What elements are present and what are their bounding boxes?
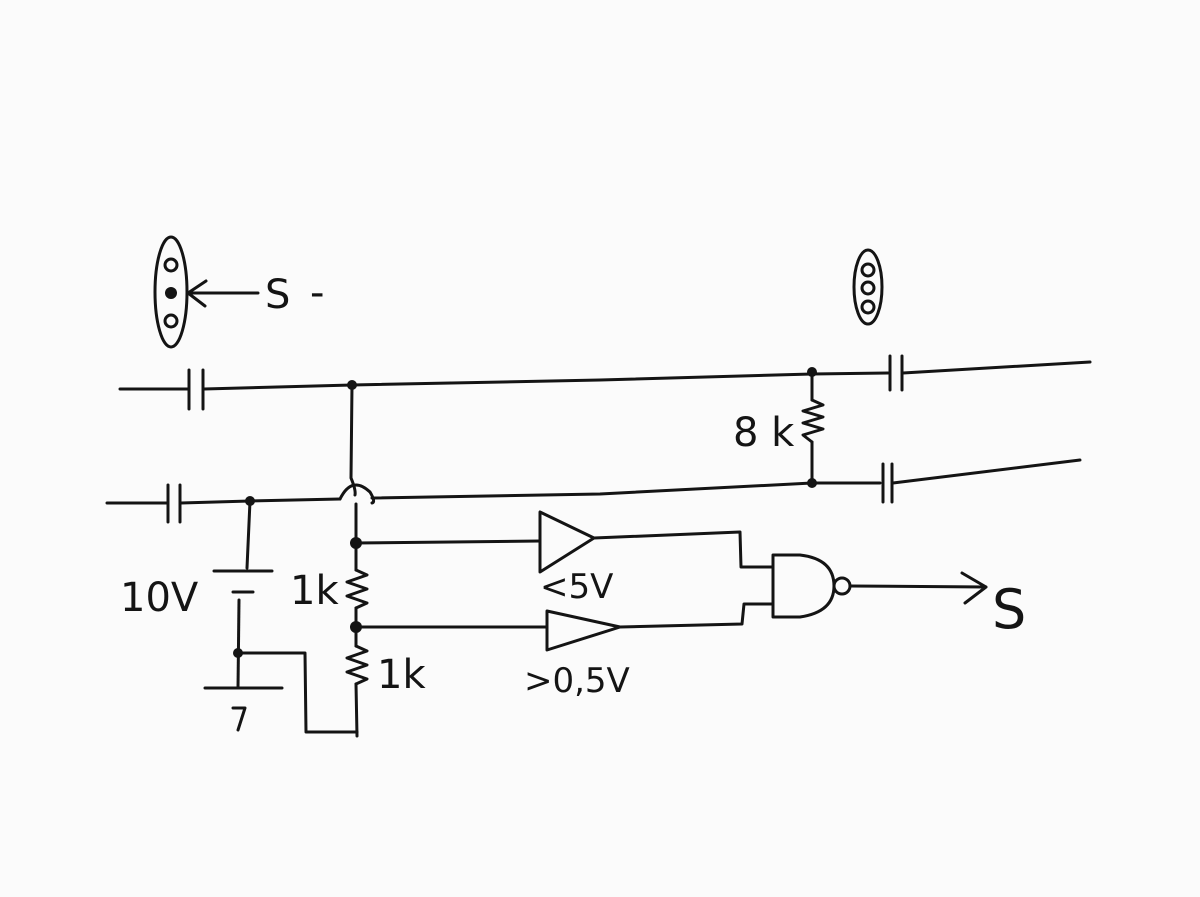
junction-8k-bottom [807,478,817,488]
comparator-lower [545,609,622,652]
comparator-upper [538,510,596,574]
bottom-rail-middle [179,497,342,505]
comparator-upper-output-wire [592,530,775,569]
battery-symbol [212,569,274,594]
insulated-joint-bottom-right [881,462,894,504]
divider-wire-bottom [354,682,359,738]
bottom-rail-right-segment [370,481,882,500]
bottom-rail-right [891,458,1082,485]
left-signal-dash: - [310,270,324,316]
top-rail-right [901,360,1092,375]
battery-wire-top [245,499,252,570]
resistor-1k-lower [345,644,369,686]
battery-label: 10V [120,575,199,621]
battery-wire-bottom [236,598,241,690]
divider-upper-label: 1k [290,568,339,614]
top-rail-middle [202,371,890,391]
resistor-8k [801,398,825,444]
comparator-upper-label: <5V [540,567,613,607]
left-signal-arrow [186,279,260,308]
output-label: S [992,578,1026,641]
divider-lower-label: 1k [377,652,426,698]
comparator-lower-label: >0,5V [524,661,630,701]
top-rail-drop-wire [349,383,357,497]
rail-crossover-hop [338,483,376,505]
comparator-upper-input-wire [354,539,542,545]
resistor-8k-label: 8 k [733,410,795,456]
ground-symbol [231,706,247,732]
nand-output-bubble [832,576,852,596]
left-signal-label: S [265,272,290,318]
junction-8k-top [807,367,817,377]
resistor-1k-upper [345,568,369,610]
comparator-lower-output-wire [618,602,775,629]
insulated-joint-top-left [187,368,205,411]
left-signal-lamp [153,235,189,349]
nand-gate [771,553,836,619]
output-arrow [848,571,988,605]
insulated-joint-top-right [888,354,904,392]
ground-return-wire [236,651,359,734]
right-signal-lamp [852,248,884,326]
insulated-joint-bottom-left [166,483,182,524]
